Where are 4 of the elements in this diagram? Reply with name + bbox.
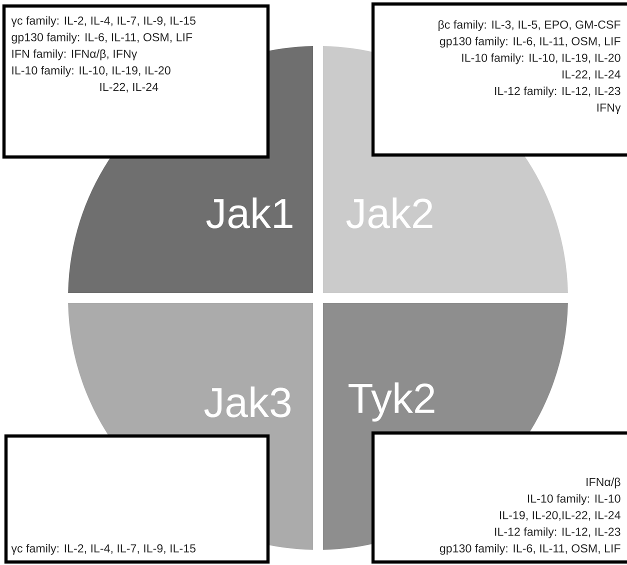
text-box: βc family: IL-3, IL-5, EPO, GM-CSF gp130 family: IL-6, IL-11, OSM, LIF IL-10 family: IL-10, IL-19, IL-20 IL-22, IL-24 IL-12 family: IL-12, IL-23 IFNγ: [371, 2, 627, 157]
text-box: γc family: IL-2, IL-4, IL-7, IL-9, IL-15: [4, 434, 270, 564]
text-box: IFNα/β IL-10 family: IL-10 IL-19, IL-20,IL-22, IL-24 IL-12 family: IL-12, IL-23 gp130 family: IL-6, IL-11, OSM, LIF: [371, 431, 627, 564]
text-box: γc family: IL-2, IL-4, IL-7, IL-9, IL-15 gp130 family: IL-6, IL-11, OSM, LIF IFN family: IFNα/β, IFNγ IL-10 family: IL-10, IL-19, IL-20 IL-22, IL-24: [2, 4, 270, 159]
